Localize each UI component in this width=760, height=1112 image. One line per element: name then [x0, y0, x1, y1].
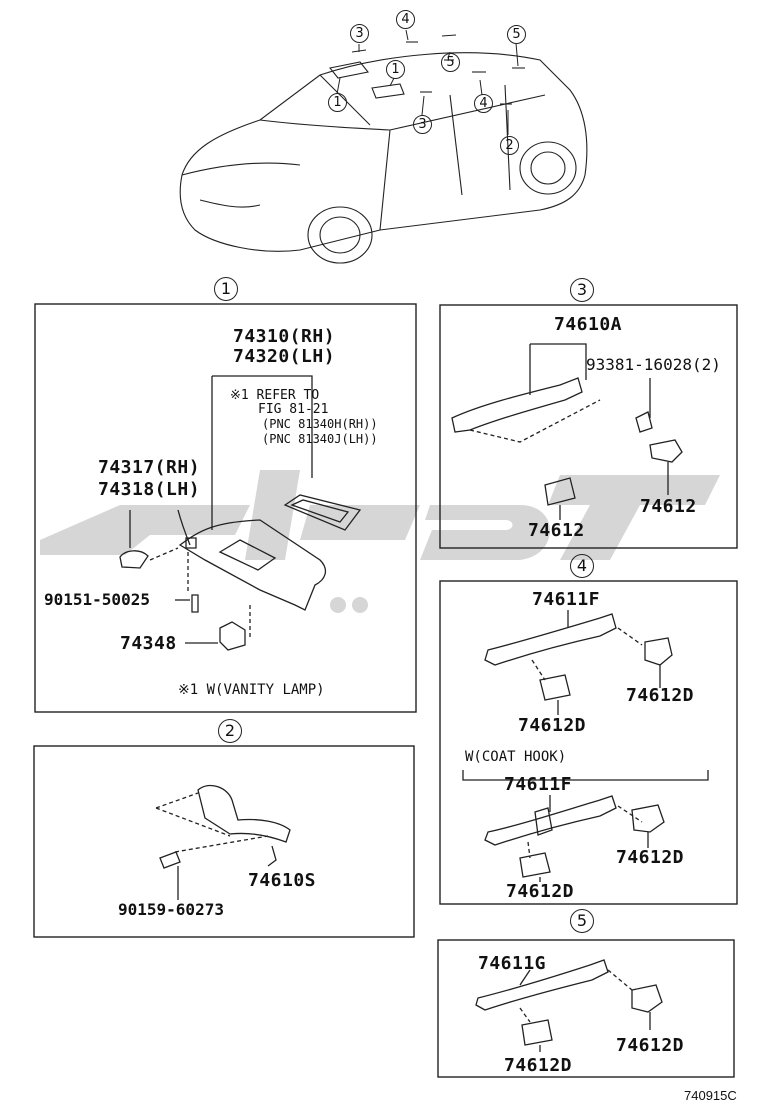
- coat-hook-note: W(COAT HOOK): [465, 749, 567, 765]
- grip-74610S-drawing: [155, 784, 291, 900]
- car-callout-1-left: 1: [328, 93, 347, 112]
- part-74318-label: 74318(LH): [98, 479, 201, 500]
- car-callout-2: 2: [500, 136, 519, 155]
- part-93381-label: 93381-16028(2): [586, 355, 721, 374]
- part-74612D-label-right: 74612D: [626, 685, 695, 706]
- part-74612D-coat-hook-label-left: 74612D: [506, 881, 575, 902]
- panel-4-frame: [439, 580, 738, 905]
- note-pnc-rh: (PNC 81340H(RH)): [262, 417, 378, 431]
- part-74348-label: 74348: [120, 633, 177, 654]
- part-74612D-p5-label-left: 74612D: [504, 1055, 573, 1076]
- part-74317-label: 74317(RH): [98, 457, 201, 478]
- car-callout-4-front: 4: [396, 10, 415, 29]
- assist-grip-74611F-drawing: [462, 610, 709, 882]
- car-callout-5-mid: 5: [441, 53, 460, 72]
- part-74310-label: 74310(RH): [233, 326, 336, 347]
- section-callout-5: 5: [570, 909, 594, 933]
- note-pnc-lh: (PNC 81340J(LH)): [262, 432, 378, 446]
- part-90151-label: 90151-50025: [44, 590, 150, 609]
- vanity-lamp-note: ※1 W(VANITY LAMP): [178, 682, 325, 698]
- section-callout-4: 4: [570, 554, 594, 578]
- note-fig: FIG 81-21: [258, 402, 329, 417]
- figure-id: 740915C: [684, 1088, 737, 1103]
- part-74612D-coat-hook-label-right: 74612D: [616, 847, 685, 868]
- part-74611G-label: 74611G: [478, 953, 547, 974]
- watermark: [40, 470, 720, 613]
- assist-grip-74611G-drawing: [475, 959, 663, 1052]
- section-callout-2: 2: [218, 719, 242, 743]
- panel-5-frame: [437, 939, 735, 1078]
- part-74612-label-left: 74612: [528, 520, 585, 541]
- car-callout-3-front: 3: [350, 24, 369, 43]
- car-callout-4-rear: 4: [474, 94, 493, 113]
- part-74610S-label: 74610S: [248, 870, 317, 891]
- car-callout-1-right: 1: [386, 60, 405, 79]
- part-74612D-p5-label-right: 74612D: [616, 1035, 685, 1056]
- part-74611F-label: 74611F: [532, 589, 601, 610]
- part-74611F-coat-hook-label: 74611F: [504, 774, 573, 795]
- section-callout-1: 1: [214, 277, 238, 301]
- assist-grip-74610A-drawing: [451, 343, 683, 520]
- part-74320-label: 74320(LH): [233, 346, 336, 367]
- panel-3-frame: [439, 304, 738, 549]
- car-callout-5-rear: 5: [507, 25, 526, 44]
- panel-1-frame: [34, 303, 417, 713]
- part-90159-label: 90159-60273: [118, 900, 224, 919]
- part-74610A-label: 74610A: [554, 314, 623, 335]
- part-74612D-label-left: 74612D: [518, 715, 587, 736]
- section-callout-3: 3: [570, 278, 594, 302]
- note-refer-to: ※1 REFER TO: [230, 388, 320, 403]
- sun-visor-drawing: [119, 375, 362, 651]
- part-74612-label-right: 74612: [640, 496, 697, 517]
- car-illustration: [179, 29, 588, 264]
- car-callout-3-rear: 3: [413, 115, 432, 134]
- panel-2-frame: [33, 745, 415, 938]
